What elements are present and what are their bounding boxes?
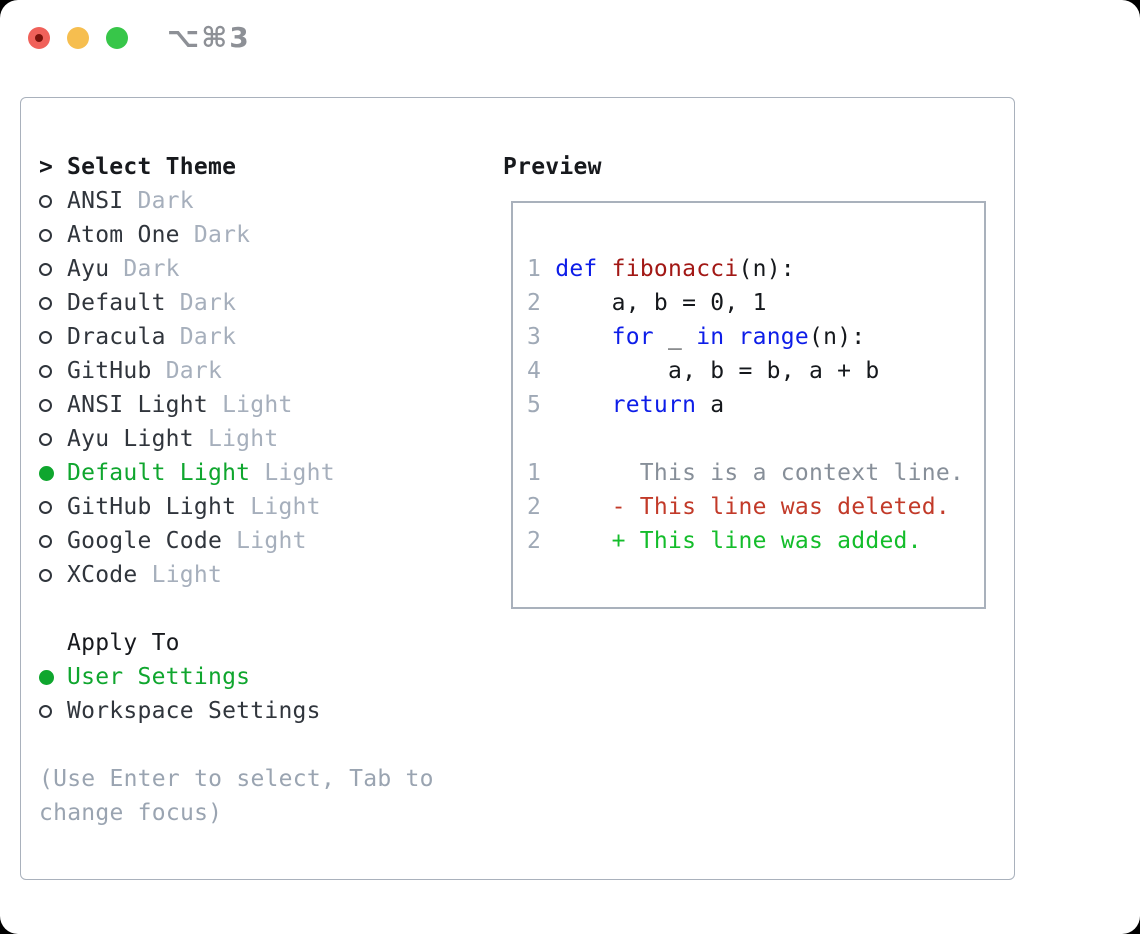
code-line: 2 - This line was deleted.: [527, 494, 950, 520]
option-label: ANSI: [67, 188, 124, 214]
code-line: 4 a, b = b, a + b: [527, 358, 880, 384]
theme-variant-label: Light: [207, 392, 293, 418]
line-number: 2: [527, 494, 542, 520]
code-line: 2 + This line was added.: [527, 528, 922, 554]
select-theme-title: Select Theme: [67, 154, 237, 180]
theme-variant-label: Dark: [165, 324, 237, 350]
option-label: Dracula: [67, 324, 166, 350]
apply-option-user-settings[interactable]: User Settings: [39, 660, 499, 694]
theme-option-github-light[interactable]: GitHub Light Light: [39, 490, 499, 524]
line-number: 2: [527, 290, 542, 316]
radio-selected-icon: [39, 669, 67, 685]
option-label: GitHub: [67, 358, 152, 384]
theme-option-ayu[interactable]: Ayu Dark: [39, 252, 499, 286]
theme-option-ayu-light[interactable]: Ayu Light Light: [39, 422, 499, 456]
apply-option-workspace-settings[interactable]: Workspace Settings: [39, 694, 499, 728]
zoom-button[interactable]: [106, 27, 128, 49]
radio-selected-icon: [39, 465, 67, 481]
spacer: [39, 592, 499, 626]
theme-variant-label: Light: [193, 426, 279, 452]
option-label: GitHub Light: [67, 494, 237, 520]
code-line: 3 for _ in range(n):: [527, 324, 866, 350]
theme-variant-label: Dark: [151, 358, 223, 384]
radio-icon: [39, 262, 67, 276]
code-line: 1 This is a context line.: [527, 460, 965, 486]
theme-option-default[interactable]: Default Dark: [39, 286, 499, 320]
theme-variant-label: Light: [250, 460, 335, 486]
code-line: [527, 422, 984, 456]
minimize-button[interactable]: [67, 27, 89, 49]
select-theme-header: > Select Theme: [39, 150, 499, 184]
theme-variant-label: Light: [137, 562, 223, 588]
help-text: (Use Enter to select, Tab to change focus…: [39, 762, 499, 830]
radio-icon: [39, 296, 67, 310]
focus-arrow-icon: >: [39, 154, 54, 180]
radio-icon: [39, 500, 67, 514]
line-number: 1: [527, 256, 542, 282]
code-line: 1 def fibonacci(n):: [527, 256, 795, 282]
preview-title: Preview: [503, 154, 602, 180]
radio-icon: [39, 534, 67, 548]
radio-icon: [39, 228, 67, 242]
close-dot-icon: [35, 34, 43, 42]
line-number: 2: [527, 528, 542, 554]
theme-variant-label: Light: [222, 528, 307, 554]
apply-to-title: Apply To: [67, 630, 180, 656]
theme-option-ansi[interactable]: ANSI Dark: [39, 184, 499, 218]
option-label: User Settings: [67, 664, 251, 690]
theme-variant-label: Dark: [123, 188, 194, 214]
line-number: 4: [527, 358, 542, 384]
line-number: 5: [527, 392, 542, 418]
radio-icon: [39, 568, 67, 582]
apply-to-header: Apply To: [39, 626, 499, 660]
help-line: (Use Enter to select, Tab to: [39, 766, 434, 792]
theme-variant-label: Dark: [179, 222, 251, 248]
option-label: Atom One: [67, 222, 180, 248]
code-line: 2 a, b = 0, 1: [527, 290, 767, 316]
window-shortcut-label: ⌥⌘3: [167, 21, 251, 54]
theme-option-atom-one[interactable]: Atom One Dark: [39, 218, 499, 252]
theme-variant-label: Dark: [109, 256, 180, 282]
code-line: 5 return a: [527, 392, 725, 418]
preview-pane: 1 def fibonacci(n): 2 a, b = 0, 1 3 for _ …: [511, 201, 986, 609]
option-label: XCode: [67, 562, 138, 588]
option-label: ANSI Light: [67, 392, 208, 418]
theme-variant-label: Light: [236, 494, 321, 520]
option-label: Google Code: [67, 528, 223, 554]
spacer: [39, 728, 499, 762]
theme-option-google-code[interactable]: Google Code Light: [39, 524, 499, 558]
option-label: Ayu: [67, 256, 110, 282]
radio-icon: [39, 704, 67, 718]
radio-icon: [39, 432, 67, 446]
theme-option-github[interactable]: GitHub Dark: [39, 354, 499, 388]
radio-icon: [39, 398, 67, 412]
radio-icon: [39, 194, 67, 208]
option-label: Default: [67, 290, 166, 316]
option-label: Workspace Settings: [67, 698, 321, 724]
radio-icon: [39, 364, 67, 378]
theme-variant-label: Dark: [165, 290, 237, 316]
option-label: Ayu Light: [67, 426, 194, 452]
close-button[interactable]: [28, 27, 50, 49]
theme-option-ansi-light[interactable]: ANSI Light Light: [39, 388, 499, 422]
line-number: 3: [527, 324, 542, 350]
theme-option-dracula[interactable]: Dracula Dark: [39, 320, 499, 354]
radio-icon: [39, 330, 67, 344]
line-number: 1: [527, 460, 542, 486]
help-line: change focus): [39, 800, 223, 826]
theme-option-xcode[interactable]: XCode Light: [39, 558, 499, 592]
theme-option-default-light[interactable]: Default Light Light: [39, 456, 499, 490]
option-label: Default Light: [67, 460, 251, 486]
